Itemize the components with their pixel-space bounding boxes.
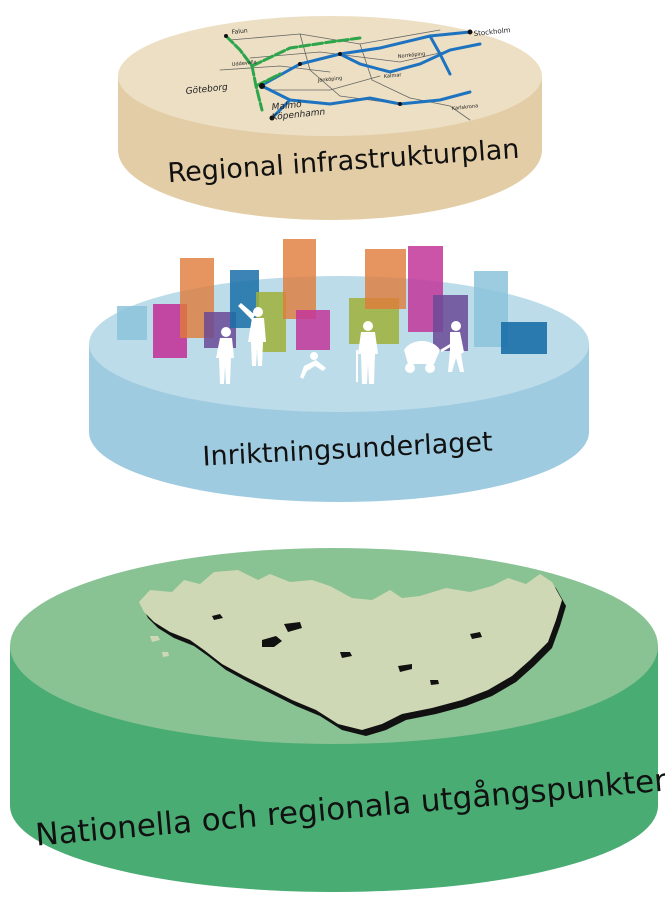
transport-network [219, 29, 482, 121]
person-with-stroller [404, 321, 464, 373]
person-1 [216, 327, 234, 384]
city-label: Malmö [271, 100, 302, 113]
person-pointing [238, 303, 266, 366]
city-dots [224, 29, 473, 121]
elderly-with-cane [356, 321, 378, 384]
bar-7 [283, 239, 316, 319]
bottom-layer: Nationella och regionala utgångspunkter [10, 548, 665, 892]
bar-14 [501, 322, 547, 354]
child-cartwheel [300, 352, 326, 379]
people-silhouettes [216, 303, 464, 384]
islands [150, 600, 546, 657]
city-label: Stockholm [473, 26, 511, 38]
city-label: Göteborg [185, 83, 228, 97]
city-label: Karlskrona [452, 103, 479, 112]
city-label: Norrköping [398, 51, 426, 60]
thin-roads [219, 29, 471, 121]
map-city-labels: Falun Stockholm Göteborg Malmö Köpenhamn… [185, 26, 511, 123]
bar-8 [296, 310, 330, 350]
bar-10 [365, 249, 406, 309]
bar-group [117, 239, 547, 358]
blue-roads [260, 30, 482, 120]
city-label: Jönköping [317, 75, 343, 84]
middle-layer: Inriktningsunderlaget [89, 239, 589, 502]
city-label: Kalmar [384, 72, 403, 80]
city-label: Falun [231, 27, 248, 36]
city-label: Uddevalla [232, 59, 257, 68]
bar-1 [117, 306, 147, 340]
lakes [212, 614, 482, 685]
top-layer: Falun Stockholm Göteborg Malmö Köpenhamn… [118, 16, 542, 220]
land-map [139, 570, 562, 730]
